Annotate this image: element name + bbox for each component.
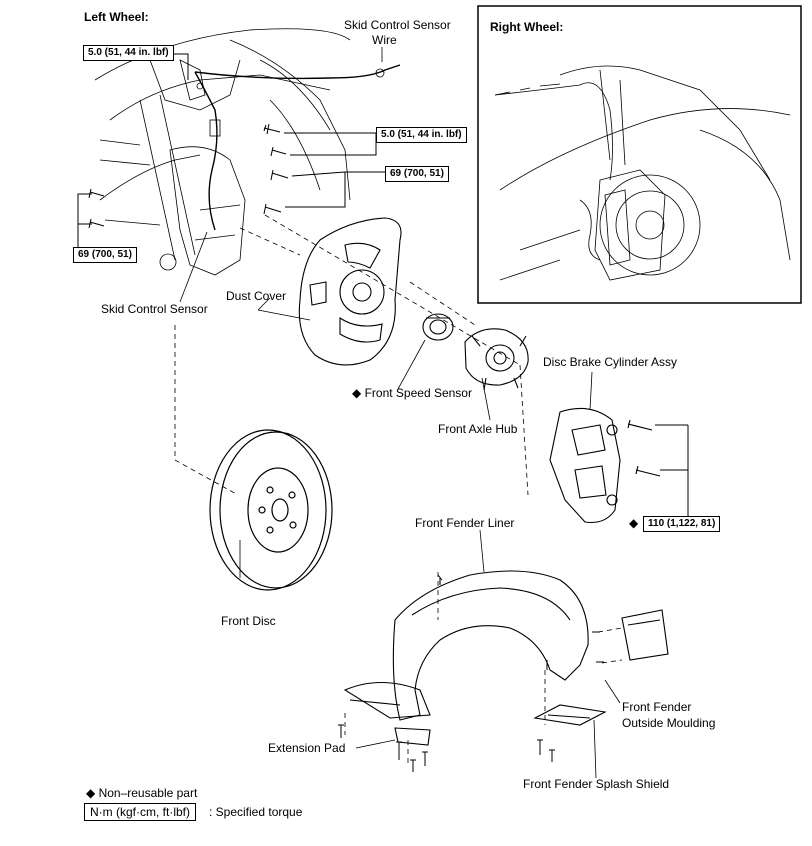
label-dust-cover: Dust Cover (226, 289, 287, 303)
caliper-shape (549, 407, 661, 524)
label-skid-control-sensor: Skid Control Sensor (101, 302, 208, 316)
legend-diamond-icon: ◆ (86, 786, 96, 800)
label-front-disc: Front Disc (221, 614, 276, 628)
projection-lines (174, 214, 623, 765)
splash-shield-shape (533, 704, 607, 726)
torque-sensor-bracket: 5.0 (51, 44 in. lbf) (376, 127, 467, 143)
label-splash-shield: Front Fender Splash Shield (523, 777, 670, 791)
torque-knuckle-bolts: 69 (700, 51) (73, 247, 137, 263)
outside-moulding-shape (621, 609, 669, 661)
right-wheel-heading: Right Wheel: (490, 20, 564, 34)
small-screws (338, 574, 604, 772)
label-outside-moulding-line1: Front Fender (622, 700, 692, 714)
non-reusable-diamond-icon: ◆ (352, 386, 362, 400)
torque-caliper-bolts: 110 (1,122, 81) (643, 516, 721, 532)
label-skid-sensor-wire-line2: Wire (372, 33, 397, 47)
torque-sensor-bolt: 5.0 (51, 44 in. lbf) (83, 45, 174, 61)
front-disc-shape (209, 429, 333, 591)
label-leaders (179, 47, 621, 779)
label-front-speed-sensor: ◆ Front Speed Sensor (352, 386, 472, 400)
right-wheel-illustration (494, 65, 791, 281)
caliper-diamond-icon: ◆ (629, 516, 639, 530)
label-front-axle-hub: Front Axle Hub (438, 422, 518, 436)
label-disc-brake-cylinder: Disc Brake Cylinder Assy (543, 355, 678, 369)
legend-torque-unit-box: N·m (kgf·cm, ft·lbf) (84, 803, 196, 821)
dust-cover-shape (298, 217, 402, 366)
axle-hub-shape (464, 328, 529, 391)
fender-liner-shape (343, 570, 589, 746)
label-skid-sensor-wire-line1: Skid Control Sensor (344, 18, 451, 32)
label-extension-pad: Extension Pad (268, 741, 346, 755)
label-front-fender-liner: Front Fender Liner (415, 516, 515, 530)
label-outside-moulding-line2: Outside Moulding (622, 716, 716, 730)
left-wheel-illustration (94, 28, 401, 276)
right-wheel-frame (477, 5, 802, 304)
torque-dust-cover-bolts: 69 (700, 51) (385, 166, 449, 182)
bolts-left (88, 123, 289, 229)
left-wheel-heading: Left Wheel: (84, 10, 149, 24)
legend-torque-desc: : Specified torque (209, 805, 303, 819)
speed-sensor-shape (422, 313, 454, 341)
legend-non-reusable: ◆ Non–reusable part (86, 786, 198, 800)
